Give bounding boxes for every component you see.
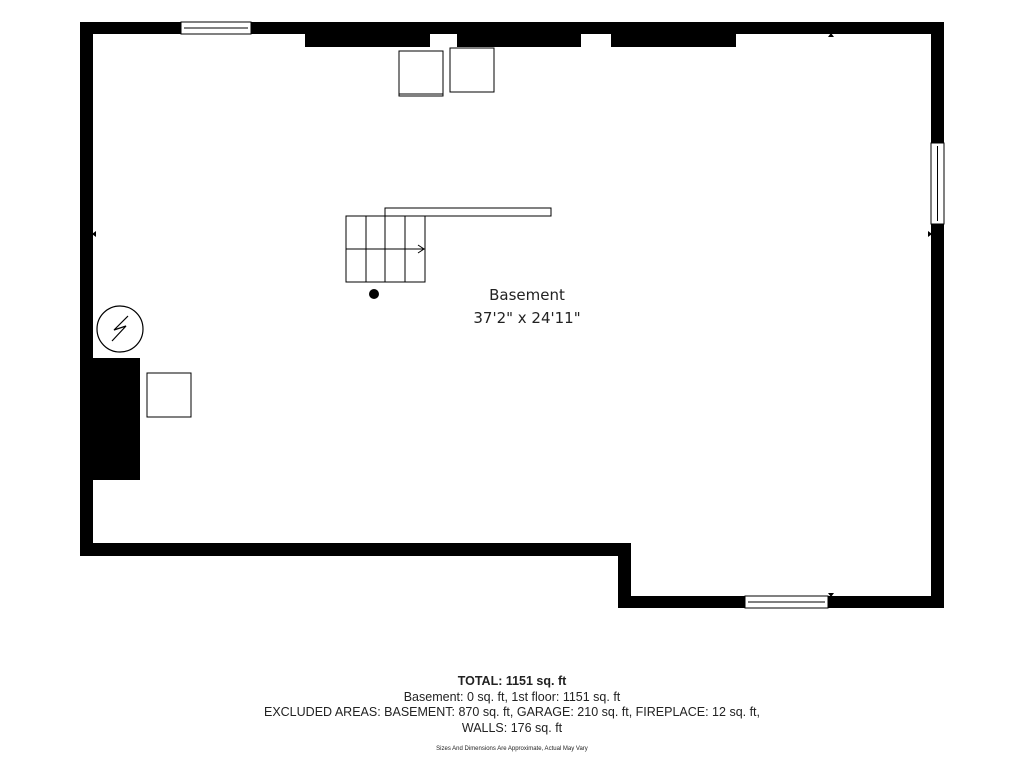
room-dimensions: 37'2" x 24'11" [473,309,580,327]
floor-plan: Basement 37'2" x 24'11" [80,21,945,609]
wall-marker [828,33,834,37]
appliance-box [449,47,495,93]
fireplace-block [93,358,140,480]
room-name: Basement [489,286,565,304]
wall-marker [928,231,932,237]
top-wall-segment [457,34,581,47]
floor-breakdown: Basement: 0 sq. ft, 1st floor: 1151 sq. … [403,689,621,704]
window-top-left [180,21,252,35]
total-area: TOTAL: 1151 sq. ft [457,674,567,688]
wall-marker [828,593,834,597]
wall-marker [92,231,96,237]
window-right [930,142,945,225]
area-summary: TOTAL: 1151 sq. ft Basement: 0 sq. ft, 1… [0,674,1024,754]
disclaimer: Sizes And Dimensions Are Approximate, Ac… [436,746,588,752]
top-wall-segment [611,34,736,47]
exterior-walls [80,22,944,608]
walls-area: WALLS: 176 sq. ft [461,720,563,735]
top-wall-segment [305,34,430,47]
appliance-box [398,50,444,97]
window-bottom [744,595,829,609]
support-post [369,289,379,299]
electrical-panel-icon [96,305,144,353]
stairs-icon [345,207,552,283]
utility-box [146,372,192,418]
excluded-areas: EXCLUDED AREAS: BASEMENT: 870 sq. ft, GA… [263,705,761,719]
